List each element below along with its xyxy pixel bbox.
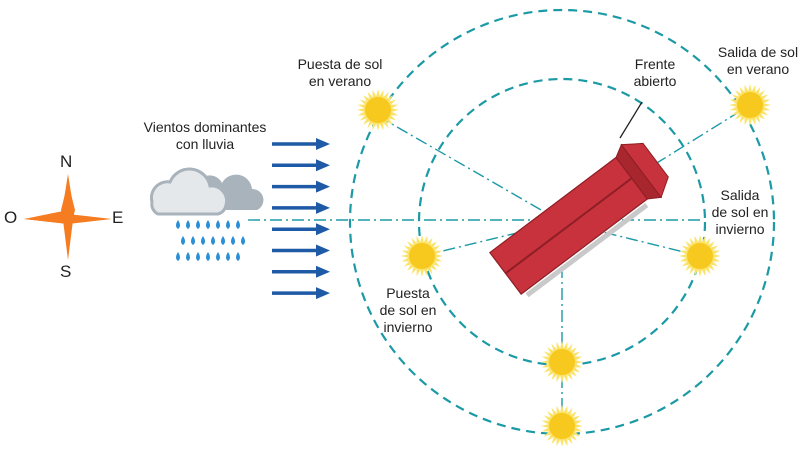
wind-arrow (272, 223, 330, 236)
prevailing-winds-label: Vientos dominantes con lluvia (143, 119, 267, 152)
rain-drop (196, 220, 200, 229)
rain-drop (226, 220, 230, 229)
rain-drop (181, 236, 185, 245)
rain-drops (176, 220, 245, 261)
rain-drop (176, 220, 180, 229)
rain-drop (196, 252, 200, 261)
sun-icons (357, 84, 771, 447)
sun-summer-noon-icon (541, 405, 583, 447)
barn (489, 142, 669, 298)
sun-summer-sunset-icon (357, 89, 399, 131)
sun-winter-noon-icon (541, 341, 583, 383)
winter-sunset-label: Puesta de sol en invierno (379, 285, 437, 335)
wind-arrow (272, 265, 330, 278)
sun-summer-sunrise-icon (729, 84, 771, 126)
wind-arrow (272, 244, 330, 257)
rain-drop (226, 252, 230, 261)
wind-arrow (272, 180, 330, 193)
compass-west-label: O (4, 208, 18, 227)
compass-south-label: S (60, 262, 72, 281)
summer-sunrise-label: Salida de sol en verano (717, 44, 799, 77)
wind-arrow (272, 138, 330, 150)
sun-winter-sunrise-icon (679, 235, 721, 277)
rain-drop (201, 236, 205, 245)
rain-drop (236, 252, 240, 261)
summer-sunset-label: Puesta de sol en verano (297, 56, 383, 89)
rain-cloud-icon (149, 167, 264, 216)
compass-rose (24, 174, 112, 260)
rain-drop (176, 252, 180, 261)
wind-arrow (272, 159, 330, 172)
wind-arrows (272, 138, 330, 300)
sun-winter-sunset-icon (401, 235, 443, 277)
rain-drop (221, 236, 225, 245)
rain-drop (241, 236, 245, 245)
rain-drop (191, 236, 195, 245)
wind-arrow (272, 201, 330, 214)
winter-sun-path-circle (417, 77, 707, 367)
wind-arrow (272, 287, 330, 300)
rain-drop (186, 220, 190, 229)
compass-north-label: N (60, 152, 73, 171)
rain-drop (216, 220, 220, 229)
compass-east-label: E (112, 208, 124, 227)
rain-drop (216, 252, 220, 261)
rain-drop (211, 236, 215, 245)
rain-drop (206, 220, 210, 229)
sun-axis-lines (248, 104, 751, 428)
rain-drop (231, 236, 235, 245)
winter-sunrise-label: Salida de sol en invierno (711, 187, 769, 237)
rain-drop (236, 220, 240, 229)
open-front-label: Frente abierto (633, 56, 677, 89)
rain-drop (186, 252, 190, 261)
rain-drop (206, 252, 210, 261)
open-front-pointer (619, 101, 643, 139)
